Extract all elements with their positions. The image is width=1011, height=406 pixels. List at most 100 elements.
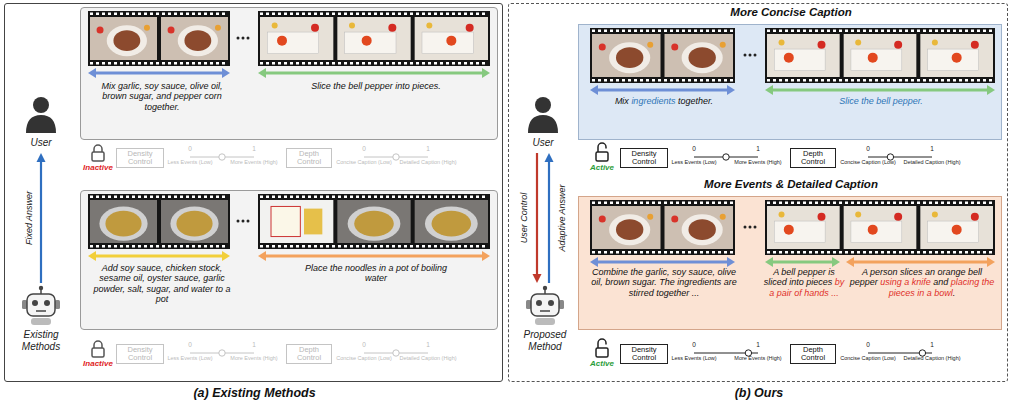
user-actor: User (14, 95, 68, 151)
robot-mouth (36, 310, 46, 312)
actor-label: User (516, 137, 570, 149)
model-actor: Existing Methods (6, 285, 76, 357)
sprocket (108, 13, 111, 16)
slider-knob (393, 154, 399, 160)
arrow-head (37, 153, 46, 162)
sprocket (899, 79, 902, 82)
sprocket (905, 251, 908, 254)
sprocket (724, 202, 727, 205)
pepper (671, 43, 678, 50)
pepper (671, 215, 678, 222)
sprocket (464, 62, 467, 65)
video-frame (337, 200, 410, 243)
sprocket (344, 13, 347, 16)
sprocket (338, 62, 341, 65)
sprocket (320, 245, 323, 248)
sprocket (222, 13, 225, 16)
sprocket (476, 245, 479, 248)
sprocket (380, 13, 383, 16)
slider-track (868, 353, 932, 354)
sprocket (791, 79, 794, 82)
sprocket (222, 62, 225, 65)
sprocket (959, 202, 962, 205)
frame-image (337, 17, 410, 60)
control-status: Active (562, 164, 642, 172)
video-frame (920, 206, 993, 249)
sprocket (773, 79, 776, 82)
pepper (855, 40, 861, 46)
slider-label: 0 (828, 146, 908, 153)
pot (425, 206, 478, 240)
sprocket (120, 196, 123, 199)
lock-shackle-open (598, 339, 606, 348)
slider-label: Detailed Caption (High) (388, 356, 468, 362)
sprocket (718, 30, 721, 33)
sprocket (833, 251, 836, 254)
sprocket (706, 30, 709, 33)
segment-span (94, 72, 224, 75)
sprocket (132, 13, 135, 16)
sprocket (290, 62, 293, 65)
sauce (688, 219, 715, 240)
panel: (b) OursUserProposed MethodMore Concise … (508, 3, 1008, 382)
sprocket (198, 245, 201, 248)
sprocket (887, 251, 890, 254)
bowl (107, 25, 147, 56)
sprocket (210, 13, 213, 16)
sprocket (144, 62, 147, 65)
sprocket (434, 196, 437, 199)
sprocket (670, 251, 673, 254)
frame-image (844, 206, 917, 249)
sprocket (598, 251, 601, 254)
lock-shackle (94, 341, 102, 348)
robot-ear (22, 300, 27, 309)
slider-label: 1 (214, 342, 294, 349)
film-strip (258, 11, 490, 66)
frame-image (337, 200, 410, 243)
sprocket (923, 79, 926, 82)
span-head (258, 68, 266, 78)
sprocket (332, 62, 335, 65)
sprocket (416, 62, 419, 65)
caption-box: More Events & Detailed CaptionCombine th… (578, 196, 1002, 330)
sprocket (718, 79, 721, 82)
sprocket (881, 202, 884, 205)
sprocket (168, 62, 171, 65)
sprocket (470, 62, 473, 65)
pepper (784, 53, 794, 63)
sprocket (458, 245, 461, 248)
frame-image (665, 34, 734, 77)
sprocket (592, 79, 595, 82)
sprocket (839, 202, 842, 205)
segment-span (596, 89, 729, 92)
cutting-board (851, 49, 902, 71)
pepper (855, 212, 861, 218)
sprocket (314, 196, 317, 199)
sprocket (592, 251, 595, 254)
sprocket (718, 251, 721, 254)
sprocket (821, 251, 824, 254)
sprocket (851, 79, 854, 82)
user-body (528, 115, 558, 133)
sprocket (688, 79, 691, 82)
sprocket (368, 62, 371, 65)
sprocket (138, 13, 141, 16)
sprocket (947, 202, 950, 205)
sprocket (634, 202, 637, 205)
sprocket (779, 202, 782, 205)
sprocket (791, 30, 794, 33)
broth (105, 211, 141, 237)
sprocket (682, 79, 685, 82)
sprocket (144, 196, 147, 199)
sprocket (941, 251, 944, 254)
control-box: Depth Control (790, 344, 836, 364)
arrow-line (40, 159, 42, 283)
sprocket (983, 30, 986, 33)
sprocket (96, 245, 99, 248)
sprocket (362, 13, 365, 16)
sprocket (953, 30, 956, 33)
sprocket (676, 202, 679, 205)
segment-span (264, 72, 484, 75)
sprocket (404, 196, 407, 199)
sprocket (815, 202, 818, 205)
